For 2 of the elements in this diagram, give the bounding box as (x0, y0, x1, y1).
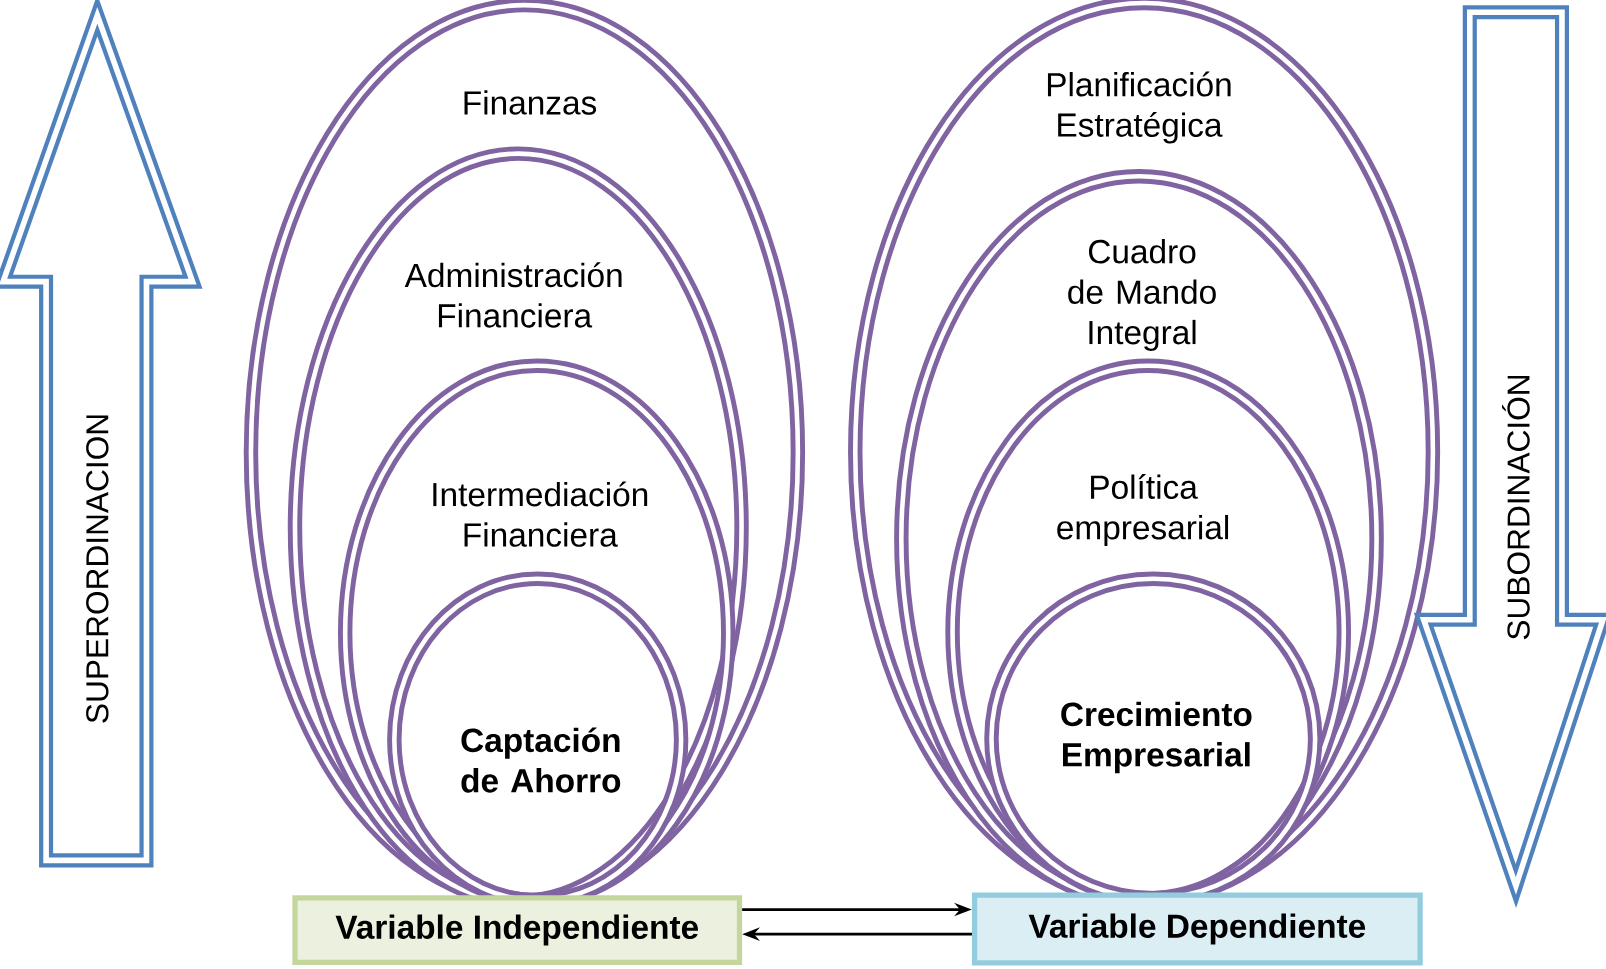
variable-box: Variable Independiente (292, 895, 743, 965)
variable-box: Variable Dependiente (971, 892, 1423, 966)
